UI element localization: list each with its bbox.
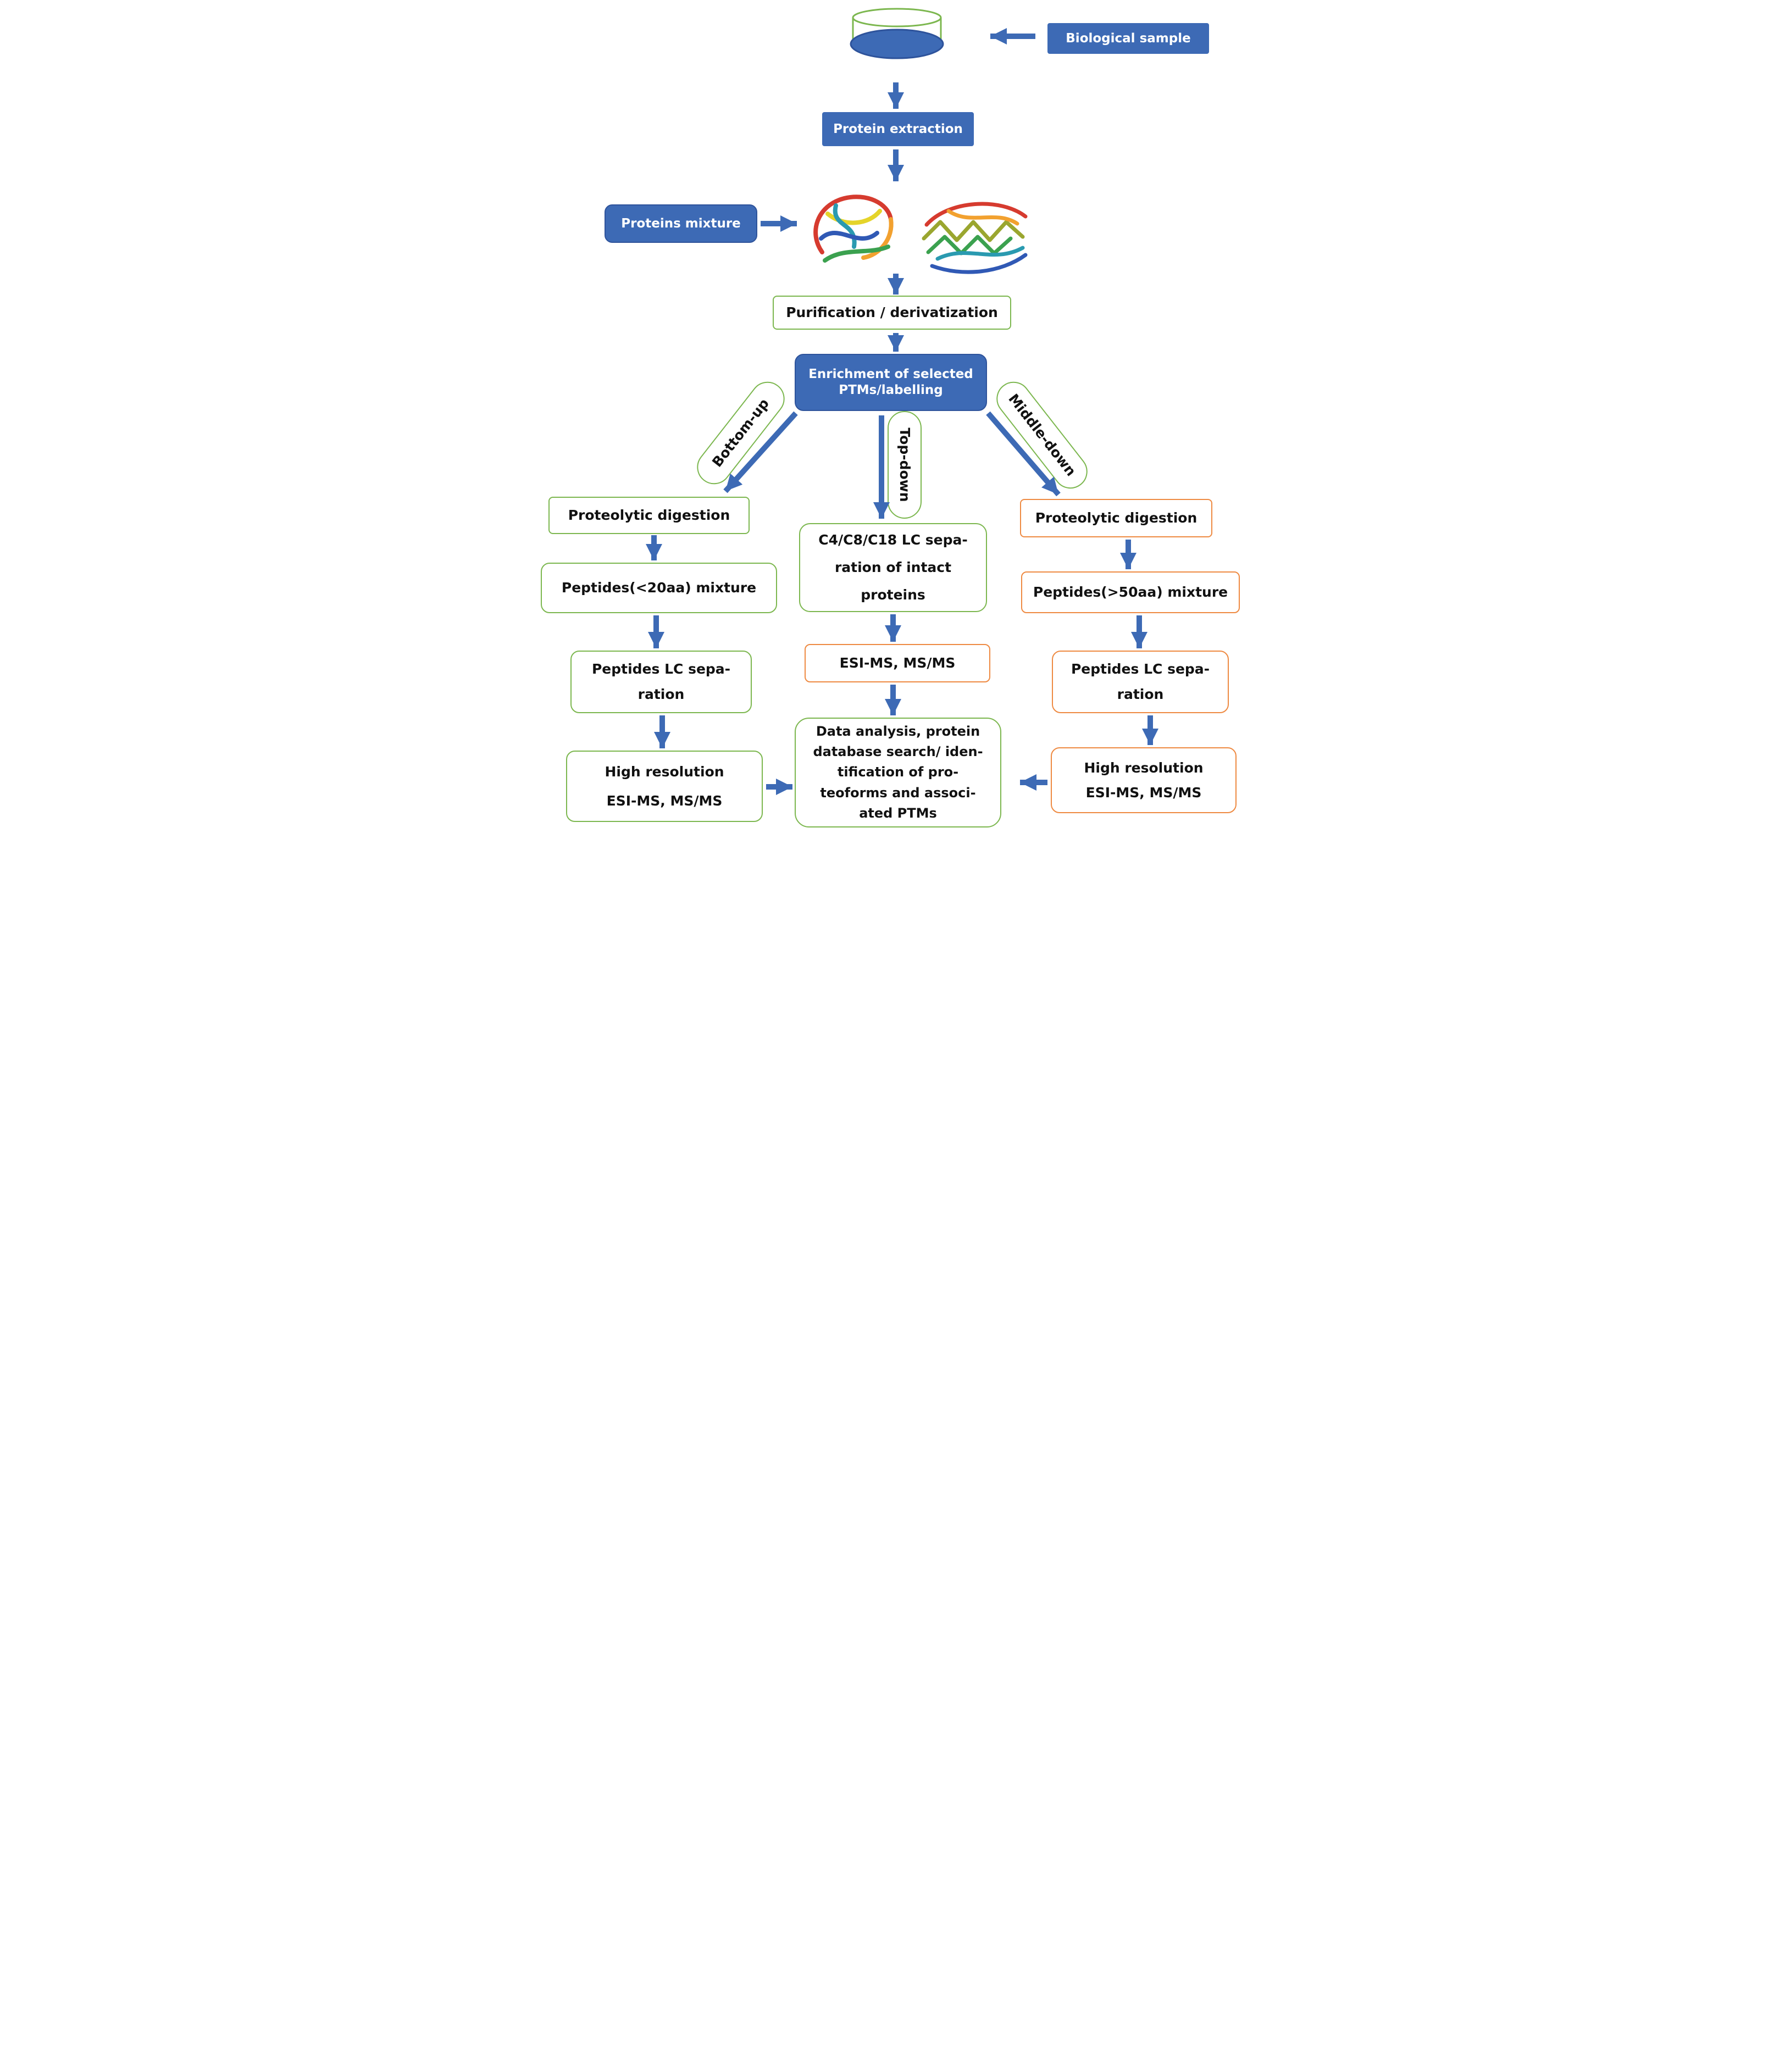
left-proteolytic-digestion-box: Proteolytic digestion [548,497,750,534]
right-lc-separation-box: Peptides LC sepa- ration [1052,651,1229,713]
right-high-resolution-ms-box: High resolution ESI-MS, MS/MS [1051,747,1237,813]
box-label-line: teoforms and associ- [820,785,976,801]
box-label: Protein extraction [833,121,963,136]
left-lc-separation-box: Peptides LC sepa- ration [570,651,752,713]
enrichment-ptms-box: Enrichment of selected PTMs/labelling [795,354,987,411]
box-label: Peptides(>50aa) mixture [1033,584,1228,601]
box-label-line: ration of intact [834,559,952,575]
box-label: Proteolytic digestion [568,507,730,524]
branch-label-middle-down: Middle-down [989,375,1095,496]
sample-dish-icon [850,8,944,59]
box-label-line: ration [637,686,685,702]
box-label-line: Peptides LC sepa- [1071,660,1210,677]
protein-structures-image [813,195,1028,274]
box-label: Biological sample [1066,31,1191,46]
protein-extraction-box: Protein extraction [822,112,974,146]
box-label-line: ated PTMs [859,805,937,821]
box-label-line: High resolution [1084,760,1204,776]
box-label-line: ration [1117,686,1164,702]
box-label: Peptides(<20aa) mixture [561,580,757,596]
box-label: Purification / derivatization [786,304,998,321]
middle-lc-separation-intact-box: C4/C8/C18 LC sepa- ration of intact prot… [799,523,987,612]
branch-label: Bottom-up [709,396,773,470]
right-peptides-mixture-box: Peptides(>50aa) mixture [1021,571,1240,613]
proteomics-workflow-diagram: Biological sample Protein extraction Pro… [532,0,1242,829]
data-analysis-box: Data analysis, protein database search/ … [795,718,1001,827]
purification-derivatization-box: Purification / derivatization [773,296,1011,330]
box-label-line: Data analysis, protein [816,724,980,740]
branch-label-bottom-up: Bottom-up [690,375,792,491]
box-label-line: High resolution [605,764,724,780]
box-label-line: proteins [861,587,925,603]
branch-label-top-down: Top-down [888,411,922,519]
box-label-line: ESI-MS, MS/MS [1085,785,1202,801]
left-high-resolution-ms-box: High resolution ESI-MS, MS/MS [566,751,763,822]
box-label-line: Enrichment of selected [808,367,973,382]
right-proteolytic-digestion-box: Proteolytic digestion [1020,499,1212,537]
box-label-line: Peptides LC sepa- [591,660,731,677]
biological-sample-box: Biological sample [1047,23,1209,54]
box-label-line: database search/ iden- [813,744,983,760]
box-label-line: PTMs/labelling [839,383,943,397]
box-label-line: C4/C8/C18 LC sepa- [818,532,968,548]
box-label: Proteolytic digestion [1035,510,1198,526]
branch-label: Top-down [896,427,913,502]
proteins-mixture-box: Proteins mixture [605,204,757,243]
box-label-line: ESI-MS, MS/MS [606,792,723,809]
box-label: Proteins mixture [621,216,741,231]
box-label-line: tification of pro- [837,764,959,780]
branch-label: Middle-down [1005,391,1079,480]
middle-esi-ms-box: ESI-MS, MS/MS [805,644,990,682]
left-peptides-mixture-box: Peptides(<20aa) mixture [541,563,777,613]
box-label: ESI-MS, MS/MS [839,655,956,671]
